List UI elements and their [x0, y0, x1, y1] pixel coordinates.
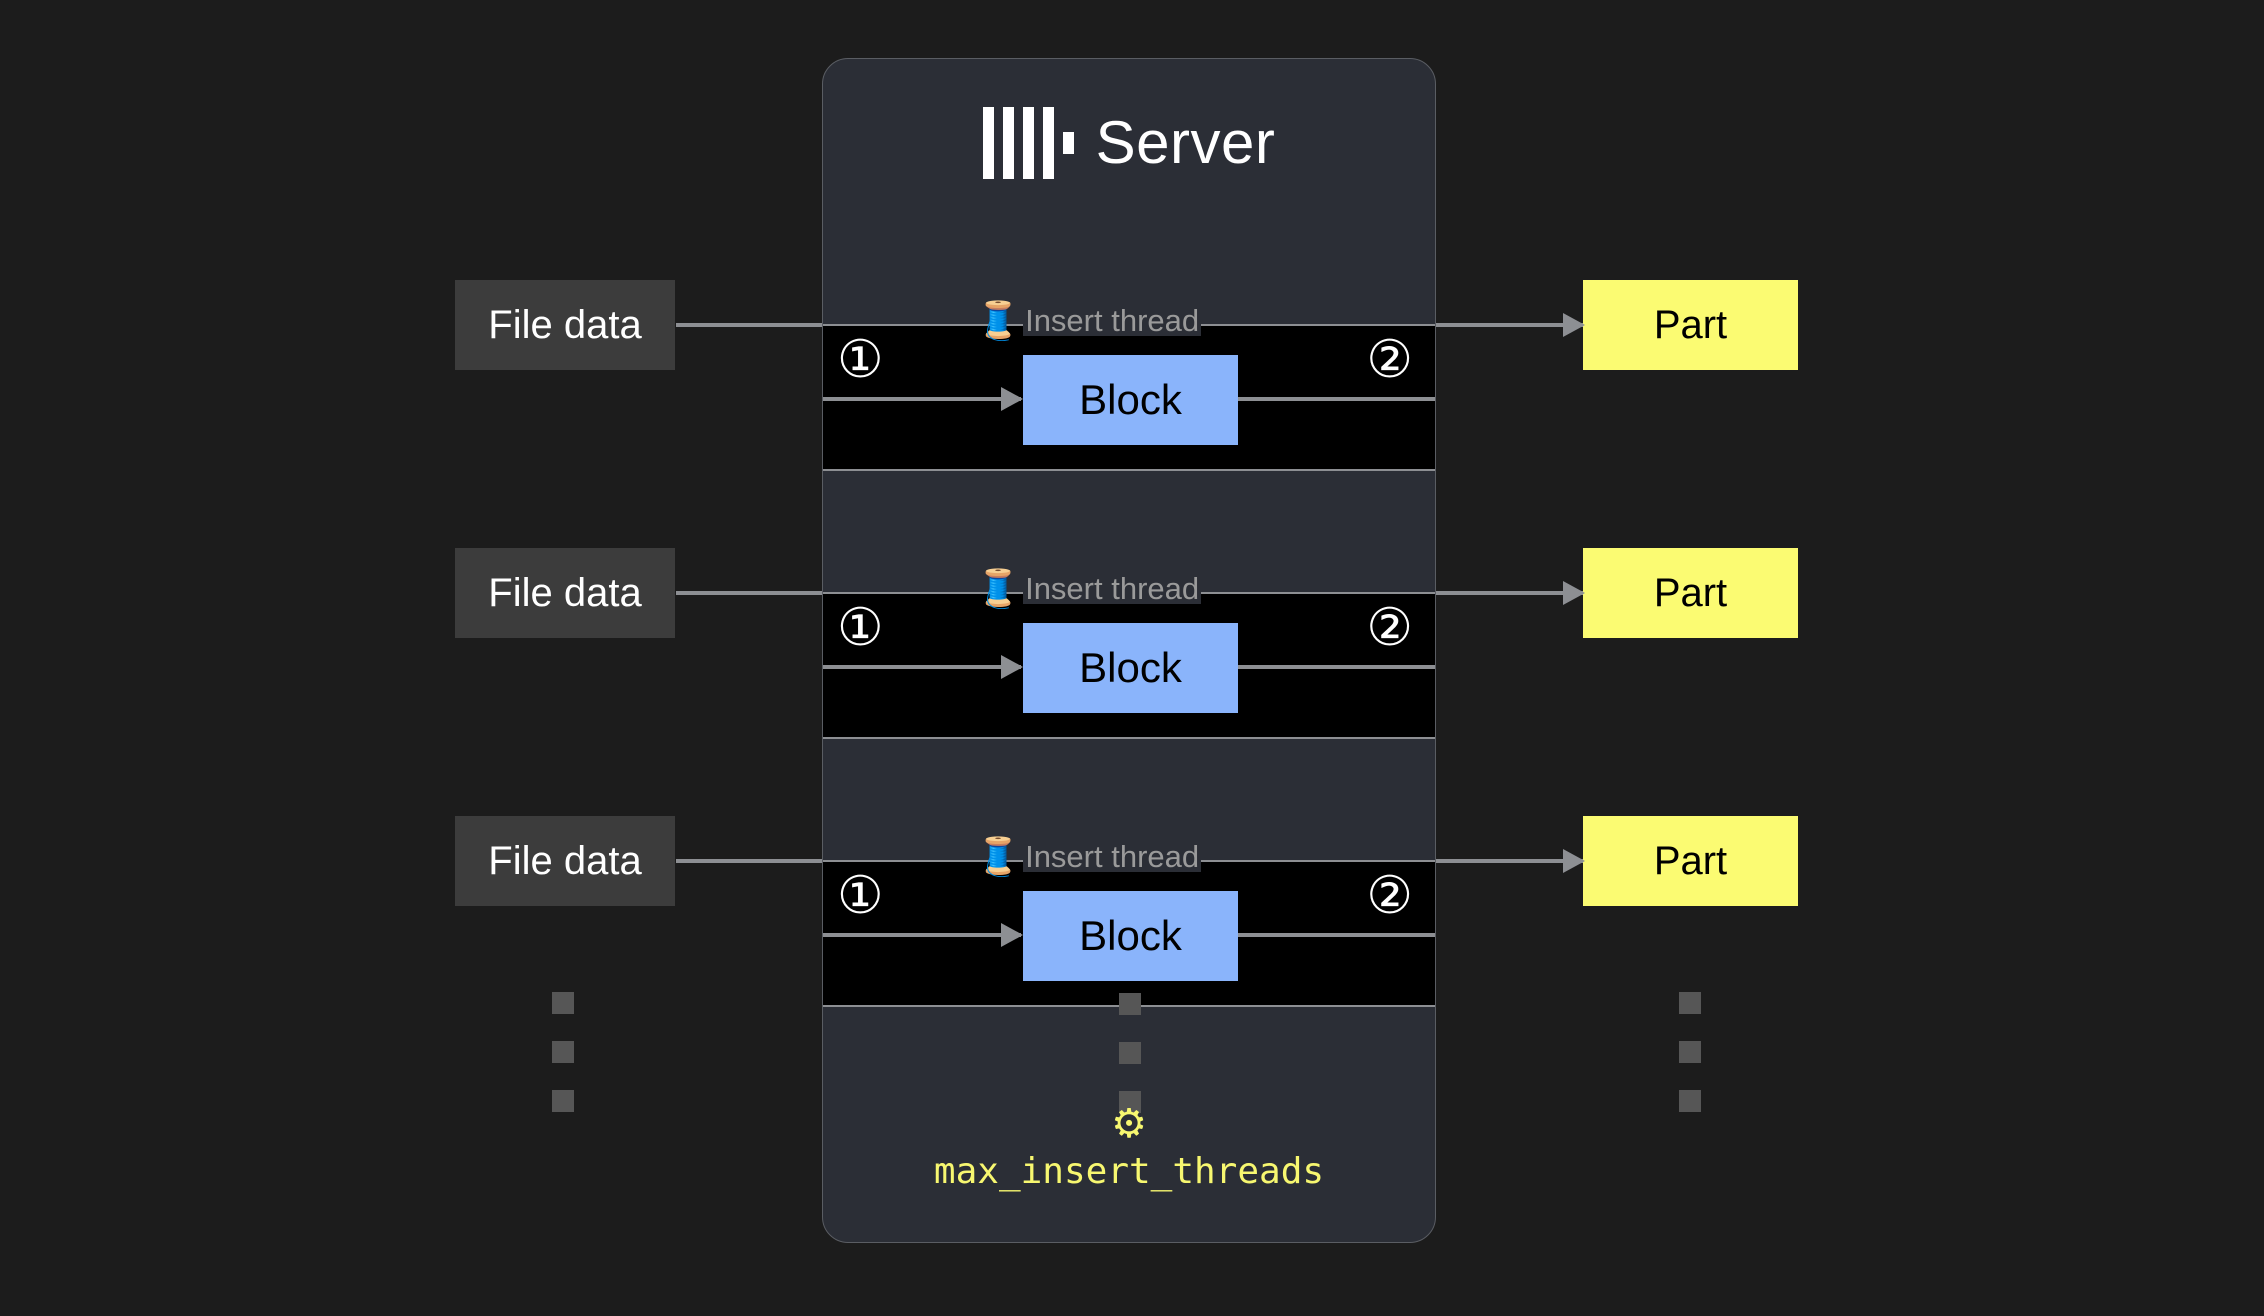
- step-number-out: ②: [1366, 598, 1413, 658]
- file-data-label: File data: [488, 839, 642, 883]
- thread-spool-icon: 🧵: [975, 567, 1022, 610]
- ellipsis-dots-right: [1679, 992, 1701, 1112]
- block-label: Block: [1079, 376, 1182, 423]
- arrow-into-block: [823, 655, 1023, 679]
- thread-spool-icon: 🧵: [975, 835, 1022, 878]
- arrow-file-to-server: [676, 859, 824, 863]
- logo-bar: [1042, 107, 1054, 179]
- ellipsis-dots-left: [552, 992, 574, 1112]
- ellipsis-dots-middle: [1119, 993, 1141, 1113]
- logo-bar-short: [1062, 132, 1074, 154]
- dot: [552, 1090, 574, 1112]
- insert-thread-text: Insert thread: [1023, 839, 1202, 874]
- file-data-label: File data: [488, 571, 642, 615]
- insert-thread-text: Insert thread: [1023, 303, 1202, 338]
- dot: [1679, 992, 1701, 1014]
- part-label: Part: [1653, 839, 1728, 883]
- row-gap: [823, 739, 1435, 860]
- block-box: Block: [1023, 891, 1238, 981]
- server-header: Server: [823, 59, 1435, 227]
- server-panel: Server 🧵 Insert thread ① ② Block 🧵 Inser…: [822, 58, 1436, 1243]
- arrow-into-block: [823, 387, 1023, 411]
- step-number-in: ①: [837, 598, 884, 658]
- part-box: Part: [1583, 548, 1798, 638]
- insert-thread-row: 🧵 Insert thread ① ② Block: [823, 302, 1435, 471]
- dot: [1679, 1090, 1701, 1112]
- file-data-box: File data: [455, 280, 675, 370]
- arrow-out-of-block: [1238, 933, 1435, 937]
- server-title: Server: [1095, 109, 1276, 176]
- arrow-out-of-block: [1238, 397, 1435, 401]
- part-label: Part: [1653, 303, 1728, 347]
- step-number-in: ①: [837, 330, 884, 390]
- logo-bar: [1002, 107, 1014, 179]
- insert-thread-row: 🧵 Insert thread ① ② Block: [823, 570, 1435, 739]
- arrow-into-block: [823, 923, 1023, 947]
- setting-footer: ⚙ max_insert_threads: [823, 1104, 1435, 1190]
- part-box: Part: [1583, 816, 1798, 906]
- insert-thread-row: 🧵 Insert thread ① ② Block: [823, 838, 1435, 1007]
- block-label: Block: [1079, 912, 1182, 959]
- file-data-box: File data: [455, 816, 675, 906]
- step-number-in: ①: [837, 866, 884, 926]
- part-box: Part: [1583, 280, 1798, 370]
- dot: [1119, 1042, 1141, 1064]
- block-box: Block: [1023, 355, 1238, 445]
- arrow-server-to-part: [1436, 581, 1585, 605]
- dot: [552, 1041, 574, 1063]
- insert-thread-label: 🧵 Insert thread: [975, 835, 1202, 878]
- step-number-out: ②: [1366, 330, 1413, 390]
- insert-thread-label: 🧵 Insert thread: [975, 567, 1202, 610]
- arrow-file-to-server: [676, 323, 824, 327]
- block-label: Block: [1079, 644, 1182, 691]
- step-number-out: ②: [1366, 866, 1413, 926]
- arrow-out-of-block: [1238, 665, 1435, 669]
- file-data-label: File data: [488, 303, 642, 347]
- dot: [1679, 1041, 1701, 1063]
- insert-thread-text: Insert thread: [1023, 571, 1202, 606]
- logo-bar: [982, 107, 994, 179]
- gear-icon: ⚙: [1111, 1101, 1147, 1147]
- file-data-box: File data: [455, 548, 675, 638]
- setting-name: max_insert_threads: [933, 1151, 1325, 1192]
- dot: [1119, 1091, 1141, 1113]
- arrow-file-to-server: [676, 591, 824, 595]
- insert-thread-label: 🧵 Insert thread: [975, 299, 1202, 342]
- logo-bar: [1022, 107, 1034, 179]
- dot: [552, 992, 574, 1014]
- arrow-server-to-part: [1436, 849, 1585, 873]
- part-label: Part: [1653, 571, 1728, 615]
- block-box: Block: [1023, 623, 1238, 713]
- thread-spool-icon: 🧵: [975, 299, 1022, 342]
- arrow-server-to-part: [1436, 313, 1585, 337]
- dot: [1119, 993, 1141, 1015]
- clickhouse-logo-icon: [982, 107, 1074, 179]
- row-gap: [823, 471, 1435, 592]
